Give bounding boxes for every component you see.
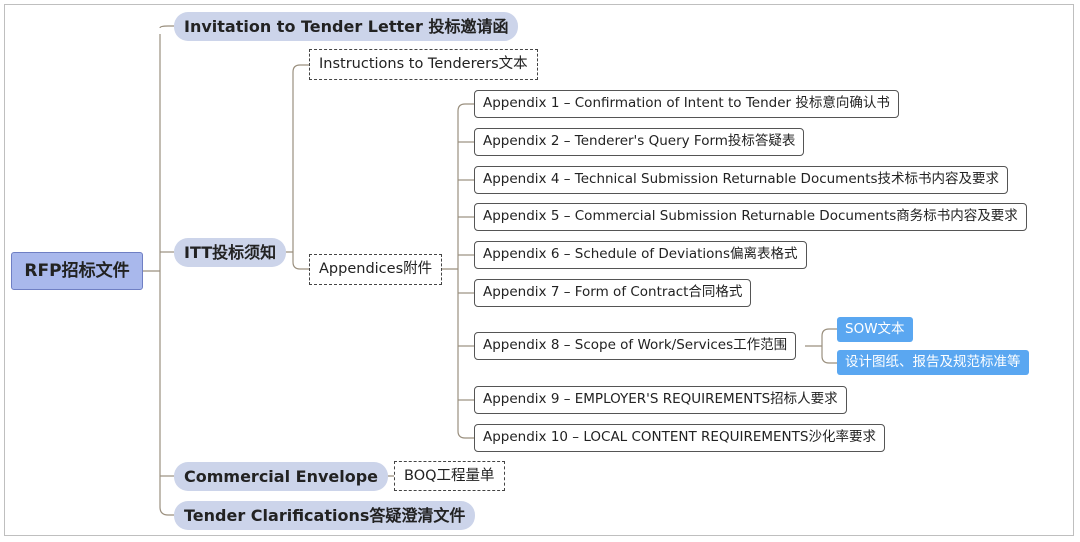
connector-to-sow <box>821 328 837 337</box>
node-appendix-8-label: Appendix 8 – Scope of Work/Services工作范围 <box>483 337 788 354</box>
connector-to-appendix-10 <box>457 430 474 439</box>
node-tender-clarifications[interactable]: Tender Clarifications答疑澄清文件 <box>174 501 476 530</box>
node-appendix-1-label: Appendix 1 – Confirmation of Intent to T… <box>483 95 890 112</box>
node-invitation-letter-label: Invitation to Tender Letter 投标邀请函 <box>184 16 509 36</box>
node-itt[interactable]: ITT投标须知 <box>174 238 287 267</box>
node-boq-label: BOQ工程量单 <box>404 467 495 484</box>
connector-to-appendices <box>292 261 309 270</box>
node-appendix-2[interactable]: Appendix 2 – Tenderer's Query Form投标答疑表 <box>474 128 805 156</box>
node-appendices[interactable]: Appendices附件 <box>309 254 443 285</box>
node-appendix-4[interactable]: Appendix 4 – Technical Submission Return… <box>474 166 1009 194</box>
node-boq[interactable]: BOQ工程量单 <box>394 461 505 491</box>
connector-to-instructions <box>292 64 309 73</box>
node-instructions-label: Instructions to Tenderers文本 <box>319 56 528 73</box>
node-sow-label: SOW文本 <box>845 320 905 337</box>
node-appendix-9-label: Appendix 9 – EMPLOYER'S REQUIREMENTS招标人要… <box>483 391 838 408</box>
node-appendix-1[interactable]: Appendix 1 – Confirmation of Intent to T… <box>474 90 899 118</box>
node-commercial-envelope[interactable]: Commercial Envelope <box>174 462 389 491</box>
node-appendices-label: Appendices附件 <box>319 261 433 278</box>
root-label: RFP招标文件 <box>24 260 130 281</box>
node-appendix-5-label: Appendix 5 – Commercial Submission Retur… <box>483 208 1018 225</box>
node-appendix-7-label: Appendix 7 – Form of Contract合同格式 <box>483 284 743 301</box>
connector-to-clarifications <box>159 506 174 516</box>
root-node[interactable]: RFP招标文件 <box>11 252 143 290</box>
node-appendix-2-label: Appendix 2 – Tenderer's Query Form投标答疑表 <box>483 133 796 150</box>
node-appendix-7[interactable]: Appendix 7 – Form of Contract合同格式 <box>474 279 752 307</box>
node-appendix-4-label: Appendix 4 – Technical Submission Return… <box>483 171 1000 188</box>
node-appendix-6-label: Appendix 6 – Schedule of Deviations偏离表格式 <box>483 246 798 263</box>
node-commercial-envelope-label: Commercial Envelope <box>184 466 379 486</box>
node-design-drawings[interactable]: 设计图纸、报告及规范标准等 <box>837 350 1029 375</box>
node-appendix-6[interactable]: Appendix 6 – Schedule of Deviations偏离表格式 <box>474 241 807 269</box>
connector-to-design <box>821 355 837 364</box>
node-instructions-to-tenderers[interactable]: Instructions to Tenderers文本 <box>309 49 538 80</box>
node-appendix-10-label: Appendix 10 – LOCAL CONTENT REQUIREMENTS… <box>483 429 876 446</box>
connector-to-invitation <box>159 25 174 29</box>
node-appendix-5[interactable]: Appendix 5 – Commercial Submission Retur… <box>474 203 1027 231</box>
node-design-label: 设计图纸、报告及规范标准等 <box>845 353 1021 370</box>
connector-to-appendix-1 <box>457 103 474 112</box>
node-sow-document[interactable]: SOW文本 <box>837 317 913 342</box>
node-appendix-9[interactable]: Appendix 9 – EMPLOYER'S REQUIREMENTS招标人要… <box>474 386 847 414</box>
node-tender-clarifications-label: Tender Clarifications答疑澄清文件 <box>184 505 466 525</box>
node-invitation-letter[interactable]: Invitation to Tender Letter 投标邀请函 <box>174 12 519 41</box>
node-appendix-10[interactable]: Appendix 10 – LOCAL CONTENT REQUIREMENTS… <box>474 424 885 452</box>
node-appendix-8[interactable]: Appendix 8 – Scope of Work/Services工作范围 <box>474 332 797 360</box>
node-itt-label: ITT投标须知 <box>184 242 277 262</box>
